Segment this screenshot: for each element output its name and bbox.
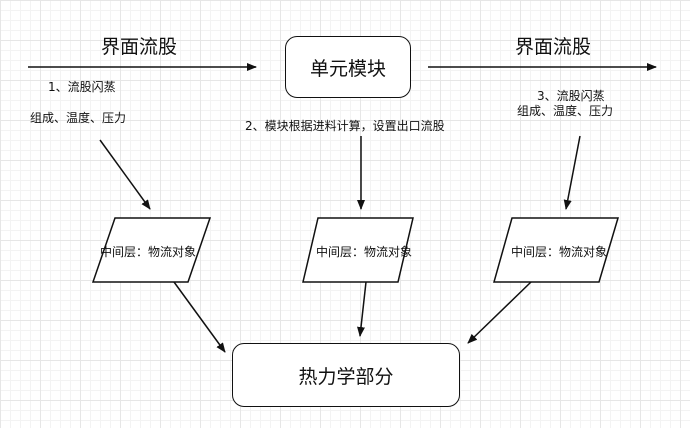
arrow-flash-left-to-middle — [99, 139, 151, 210]
thermo-part-box: 热力学部分 — [232, 343, 460, 407]
interface-stream-right-label: 界面流股 — [515, 36, 592, 58]
middle-layer-label-right: 中间层：物流对象 — [511, 245, 608, 259]
calc-note: 2、模块根据进料计算，设置出口流股 — [245, 119, 445, 133]
arrow-flash-right-to-middle — [563, 135, 581, 210]
arrow-middle-right-to-thermo — [467, 281, 532, 344]
middle-layer-label-center: 中间层：物流对象 — [316, 245, 413, 259]
thermo-part-label: 热力学部分 — [298, 365, 394, 388]
flash-right-line1: 3、流股闪蒸 — [537, 89, 605, 103]
middle-layer-shape-left — [91, 217, 212, 283]
middle-layer-label-left: 中间层：物流对象 — [100, 245, 197, 259]
unit-module-label: 单元模块 — [309, 57, 386, 80]
flash-left-line1: 1、流股闪蒸 — [48, 80, 116, 94]
middle-layer-shape-center — [302, 217, 414, 283]
interface-stream-left-label: 界面流股 — [101, 36, 178, 58]
flash-left-line2: 组成、温度、压力 — [30, 111, 127, 125]
flash-right-line2: 组成、温度、压力 — [517, 104, 614, 118]
unit-module-box: 单元模块 — [285, 36, 411, 98]
arrow-middle-left-to-thermo — [173, 281, 226, 353]
arrow-middle-center-to-thermo — [357, 281, 367, 337]
middle-layer-shape-right — [493, 217, 620, 283]
